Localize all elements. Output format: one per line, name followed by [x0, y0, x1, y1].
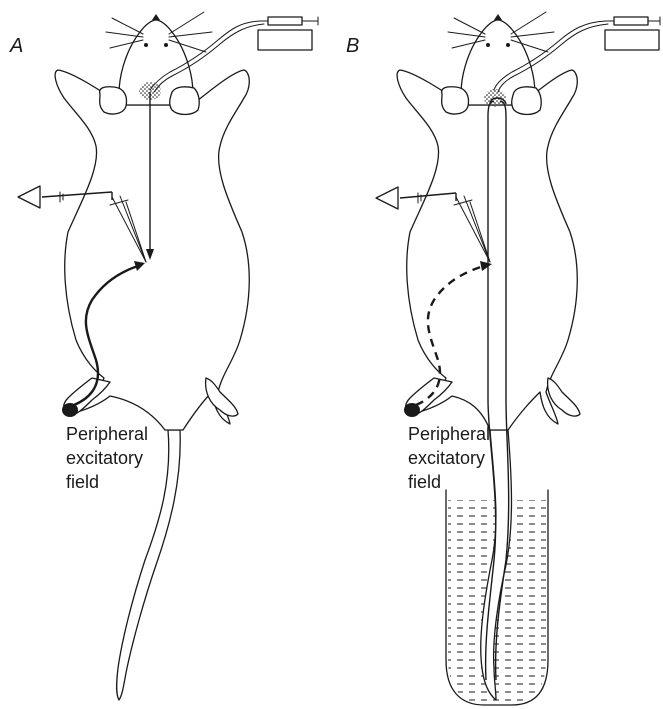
panel-b-label-line-2: excitatory [408, 448, 485, 468]
panel-b-amplifier-icon [376, 187, 398, 209]
panel-b-nose [494, 14, 502, 20]
panel-a-left-forepaw [100, 87, 127, 114]
panel-b-label-line-3: field [408, 472, 441, 492]
panel-b-left-forepaw [442, 87, 469, 114]
panel-b-right-eye [506, 43, 510, 47]
panel-a-left-eye [144, 43, 148, 47]
panel-a-label-line-1: Peripheral [66, 424, 148, 444]
panel-a-right-eye [164, 43, 168, 47]
panel-a-label-line-3: field [66, 472, 99, 492]
panel-a-nose [152, 14, 160, 20]
panel-b-label-line-1: Peripheral [408, 424, 490, 444]
panel-a-label-line-2: excitatory [66, 448, 143, 468]
panel-b-infusion-pump [605, 17, 660, 50]
panel-b-letter: B [346, 35, 359, 57]
panel-a-tail [117, 430, 181, 700]
panel-b-right-forepaw [512, 87, 542, 115]
panel-b-rat-body [397, 70, 577, 430]
panel-b-left-eye [486, 43, 490, 47]
panel-a-right-hindpaw [206, 378, 238, 416]
panel-a-amplifier-icon [18, 186, 40, 208]
panel-a-right-forepaw [170, 87, 200, 115]
panel-a-infusion-pump [258, 17, 318, 50]
panel-a-letter: A [9, 35, 23, 57]
panel-a: A [9, 12, 318, 700]
panel-b: B [346, 12, 660, 705]
